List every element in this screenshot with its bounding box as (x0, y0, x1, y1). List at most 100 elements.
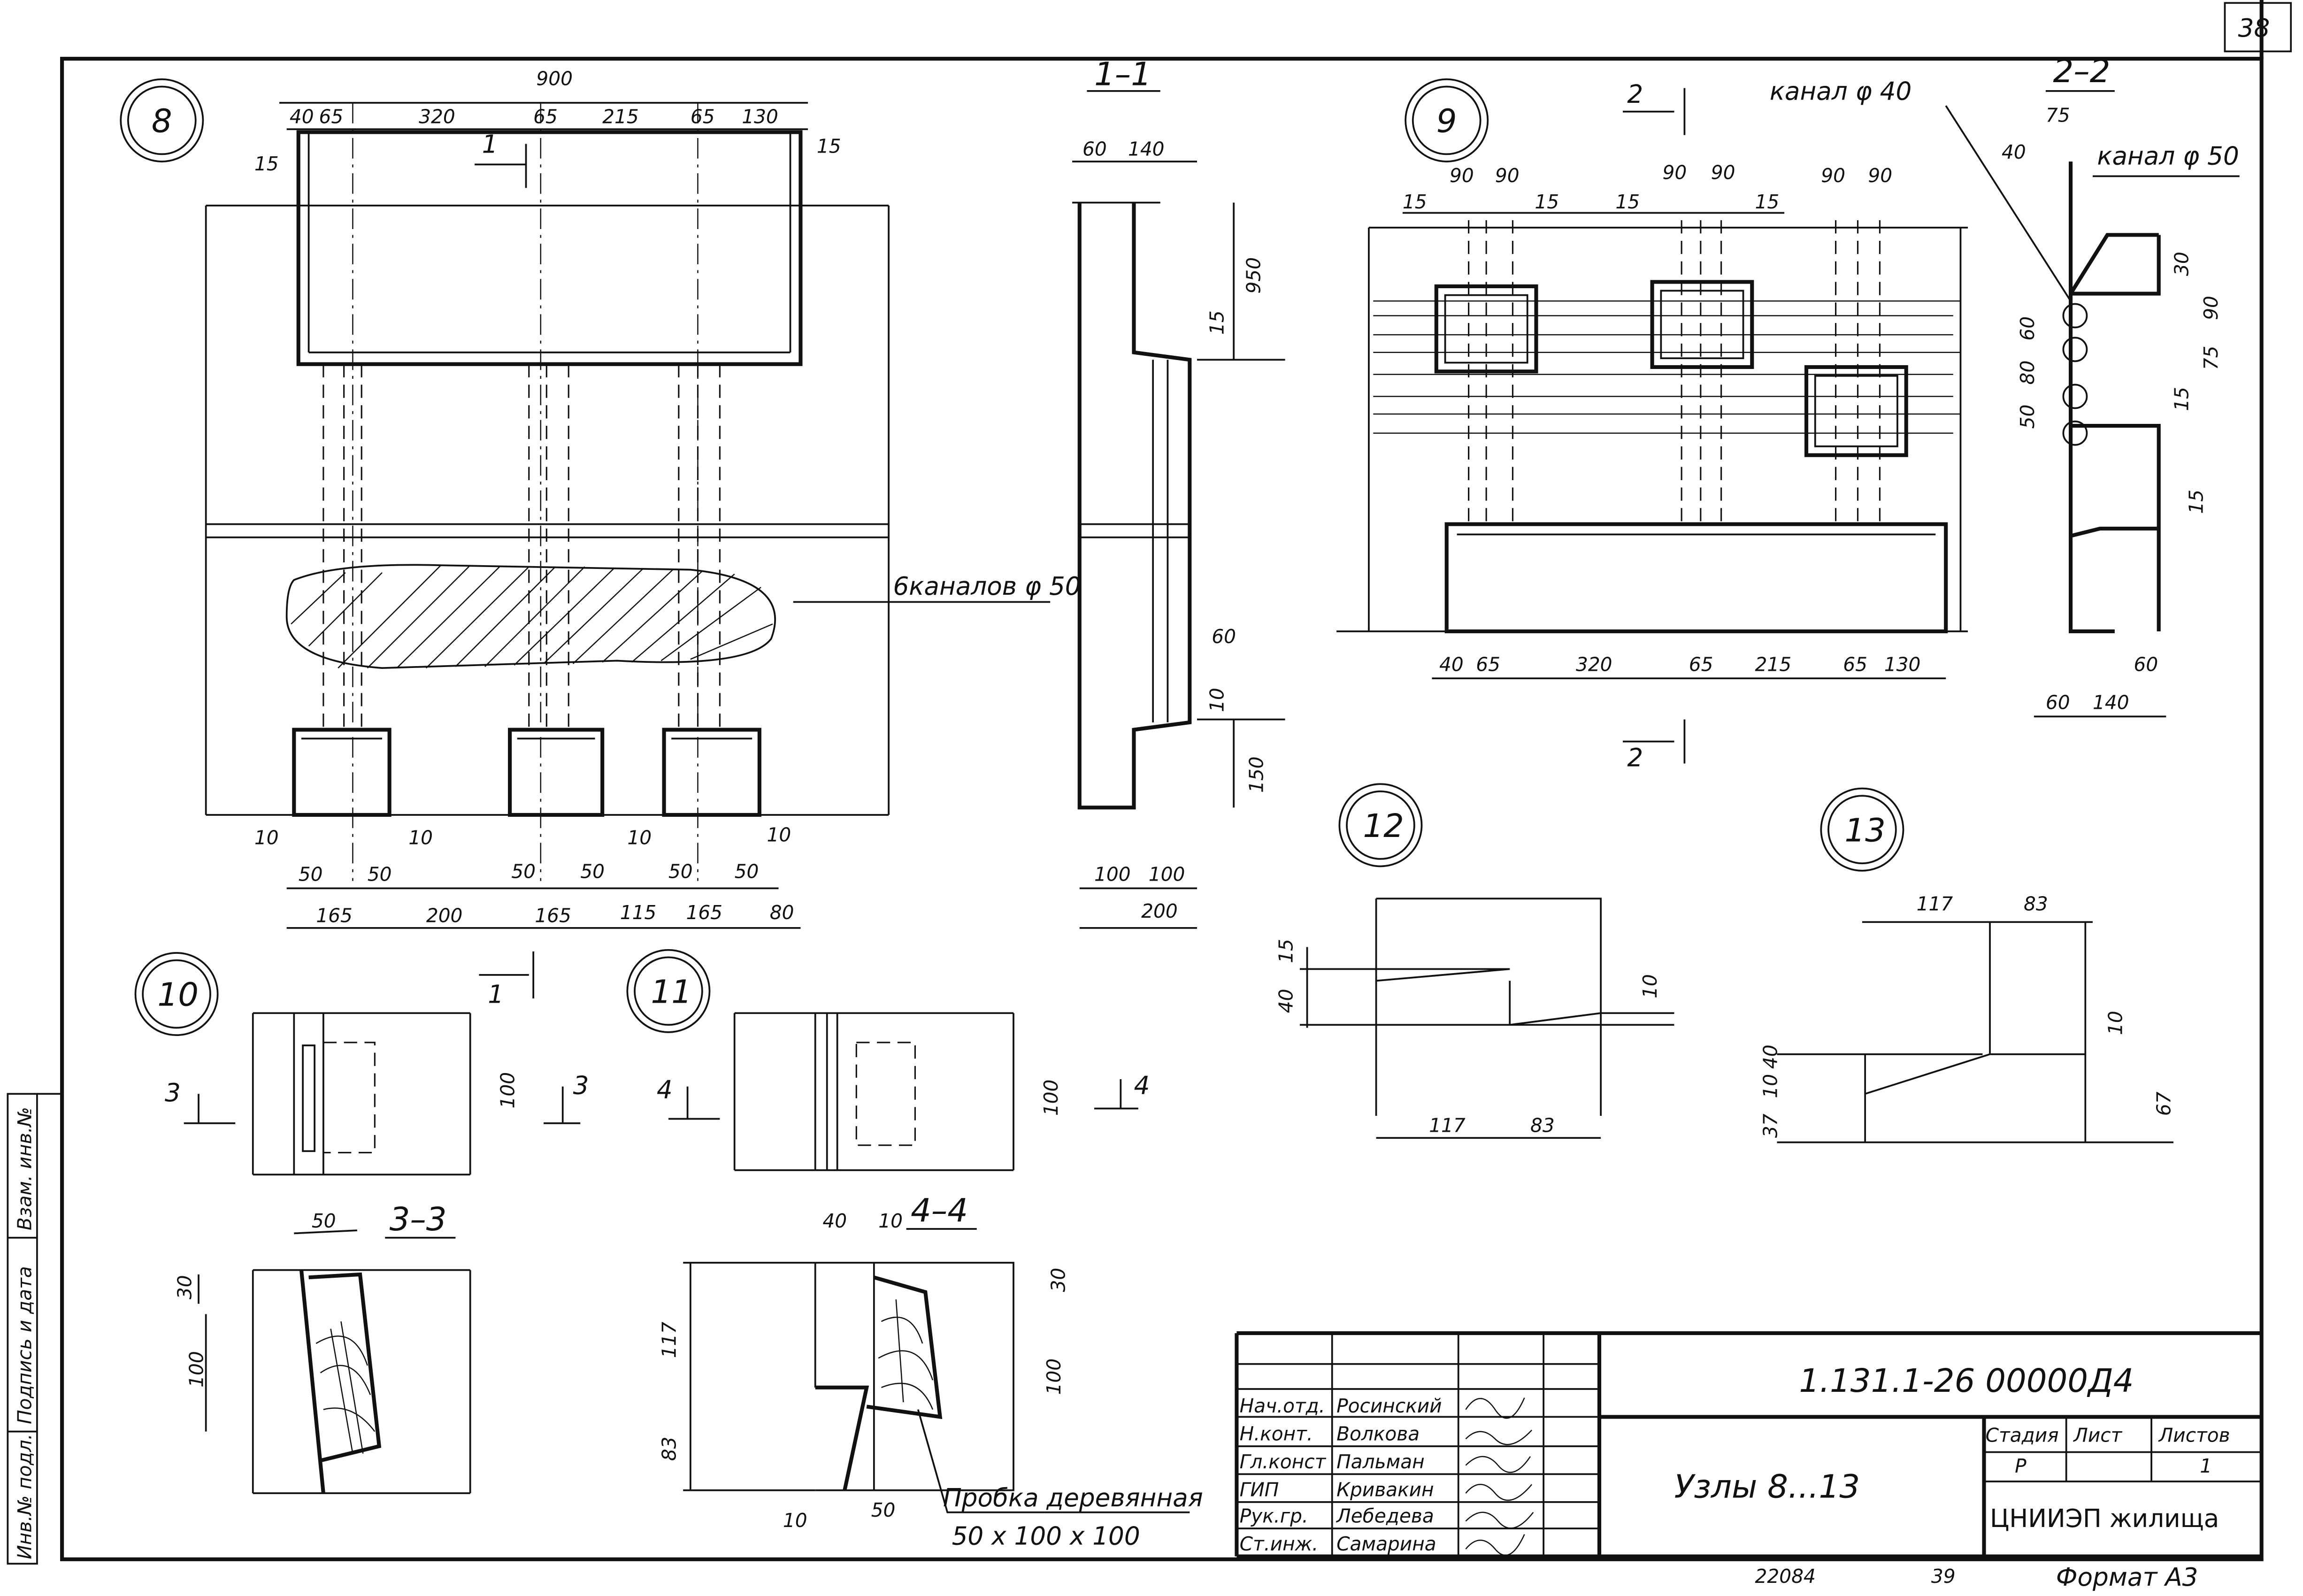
dimension-label: 90 (1711, 161, 1735, 184)
drawing-line (302, 1044, 315, 1152)
dimension-label: 140 (1128, 138, 1165, 161)
dimension-label: 50 (312, 1210, 336, 1232)
dimension-label: 90 (1663, 161, 1687, 184)
drawing-line (127, 85, 197, 155)
drawing-line (855, 1042, 916, 1146)
dimension-label: 15 (1615, 191, 1640, 213)
drawing-line (1346, 790, 1415, 860)
dimension-label: 65 (319, 106, 343, 128)
dimension-label: 10 (1759, 1074, 1781, 1098)
dimension-label: 65 (1476, 653, 1500, 675)
dimension-label: 60 (1212, 625, 1236, 648)
dimension-label: 165 (686, 901, 722, 924)
node-12-drawing: 12 15 40 10 117 83 (1274, 783, 1674, 1139)
dimension-label: 15 (1535, 191, 1559, 213)
dimension-label: 9 (1436, 103, 1457, 140)
dimension-label: 3–3 (390, 1201, 447, 1238)
drawing-line (322, 364, 721, 734)
side-stamp: Инв.№ подл. Подпись и дата Взам. инв.№ (7, 1093, 62, 1565)
drawing-line (668, 1079, 1138, 1120)
sheet-number: 38 (2238, 14, 2270, 43)
dimension-label: 37 (1759, 1113, 1781, 1138)
drawing-line (1072, 161, 1285, 929)
dimension-label: 15 (2170, 387, 2193, 411)
drawing-line (1299, 898, 1674, 1116)
node-11-marker (626, 949, 711, 1033)
dimension-label: 2 (1627, 80, 1643, 109)
dimension-label: 15 (1403, 191, 1427, 213)
dimension-label: 65 (1843, 653, 1867, 675)
dimension-label: 50 (871, 1499, 896, 1521)
dimension-label: 50 (299, 863, 323, 886)
node-11-drawing: 11 4 4 100 (626, 949, 1150, 1171)
section-2-2: 2–2 канал φ 50 75 40 30 90 60 80 50 75 1… (2002, 53, 2240, 718)
drawing-line (1650, 280, 1754, 369)
drawing-line (1814, 375, 1898, 447)
dimension-label: Лебедева (1336, 1505, 1434, 1527)
drawing-line (475, 144, 535, 998)
dimension-label: 50 (368, 863, 392, 886)
drawing-line (1777, 921, 2174, 1143)
drawing-line (299, 1270, 382, 1494)
dimension-label: 30 (1047, 1268, 1069, 1292)
dimension-label: 11 (651, 973, 692, 1011)
dimension-label: Инв.№ подл. (13, 1434, 36, 1559)
dimension-label: 40 (290, 106, 314, 128)
dimension-label: 100 (185, 1351, 207, 1388)
dimension-label: 10 (408, 827, 433, 849)
dimension-label: 39 (1931, 1565, 1956, 1588)
dimension-label: Рук.гр. (1240, 1505, 1308, 1527)
dimension-label: 215 (602, 106, 639, 128)
dimension-label: Нач.отд. (1240, 1395, 1325, 1417)
dimension-label: 15 (1274, 939, 1297, 963)
drawing-line (7, 1093, 38, 1565)
dimension-label: Пробка деревянная (943, 1483, 1203, 1512)
dimension-label: 10 (1205, 688, 1228, 712)
drawing-line (2062, 420, 2088, 446)
dimension-label: 65 (691, 106, 715, 128)
drawing-line (2068, 161, 2161, 634)
dimension-label: 4 (1134, 1071, 1150, 1100)
dimension-label: 15 (254, 153, 279, 175)
dimension-label: 100 (1043, 1358, 1065, 1395)
dimension-label: 60 (1082, 138, 1107, 161)
drawing-line (683, 1262, 815, 1491)
drawing-line (1468, 220, 1881, 524)
dimension-label: Н.конт. (1240, 1422, 1313, 1445)
dimension-label: 90 (1821, 164, 1845, 187)
dimension-label: 90 (1495, 164, 1520, 187)
section-1-1: 1–1 60 140 950 15 60 10 150 100 100 200 (1072, 55, 1285, 929)
dimension-label: 10 (878, 1210, 903, 1232)
dimension-label: 40 (1439, 653, 1464, 675)
node-9-drawing: 9 2 2 канал φ 40 15 90 90 15 15 90 90 15… (1336, 77, 2072, 773)
dimension-label: Взам. инв.№ (13, 1107, 36, 1230)
dimension-label: 65 (533, 106, 558, 128)
node-9-marker (1405, 78, 1489, 162)
drawing-line (1827, 795, 1897, 865)
dimension-label: 117 (658, 1322, 681, 1358)
drawing-line (291, 565, 773, 669)
dimension-label: 200 (426, 904, 463, 927)
dimension-label: 10 (783, 1509, 807, 1532)
drawing-line (2062, 337, 2088, 362)
dimension-label: 100 (1149, 863, 1185, 886)
drawing-line (1804, 365, 1908, 457)
drawing-line (1660, 290, 1744, 360)
dimension-label: 15 (1205, 310, 1228, 335)
drawing-line (322, 1042, 376, 1153)
drawing-line (1077, 202, 1192, 810)
dimension-label: 22084 (1755, 1565, 1816, 1588)
node-8-drawing: 8 900 40 65 320 65 215 65 130 15 15 1 1 … (120, 67, 1081, 1009)
drawing-line (2062, 384, 2088, 409)
sheet-number-box (2224, 2, 2292, 53)
node-13-drawing: 13 117 83 10 40 10 37 67 (1759, 787, 2175, 1143)
node-13-marker (1820, 787, 1904, 872)
dimension-label: 150 (1245, 756, 1268, 793)
section-4-4: 4–4 40 10 117 83 30 100 10 50 Пробка дер… (658, 1192, 1203, 1550)
dimension-label: 30 (2170, 252, 2193, 276)
dimension-label: 50 (735, 860, 759, 882)
dimension-label: Кривакин (1336, 1478, 1434, 1501)
drawing-line (1623, 88, 1686, 764)
drawing-line (285, 564, 776, 669)
dimension-label: 90 (2200, 296, 2222, 320)
